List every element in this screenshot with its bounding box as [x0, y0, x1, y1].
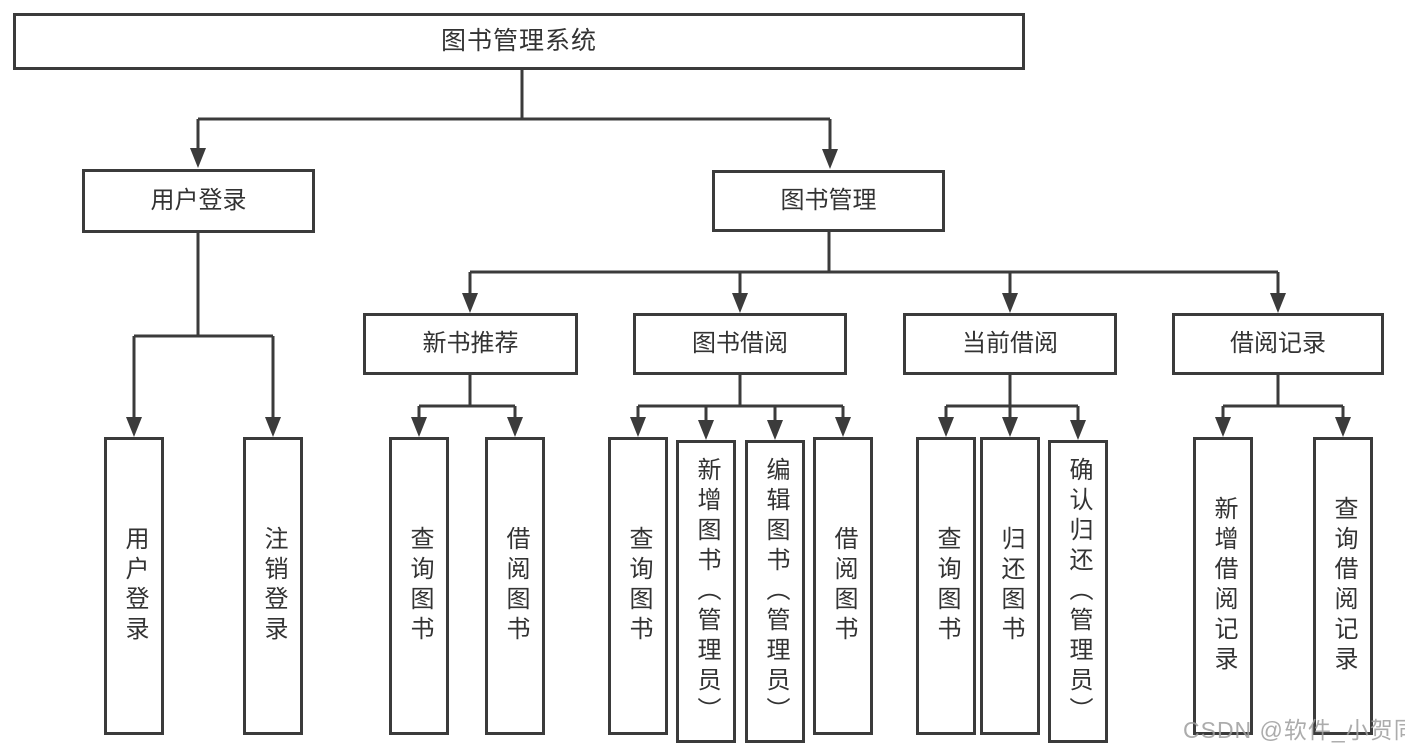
- connector-current-borrow-to-leaves: [944, 375, 1080, 420]
- connector-root-to-level2: [196, 70, 832, 150]
- node-current-borrow: 当前借阅: [903, 313, 1117, 375]
- csdn-watermark: CSDN @软件_小贺同学: [1183, 717, 1405, 743]
- leaf-user-login: 用户登录: [104, 437, 164, 735]
- node-root: 图书管理系统: [13, 13, 1025, 70]
- arrowhead: [1002, 293, 1018, 313]
- leaf-query-book-borrow: 查询图书: [608, 437, 668, 735]
- arrowhead: [507, 417, 523, 437]
- arrowhead: [190, 148, 206, 168]
- connector-new-book-to-leaves: [417, 375, 517, 417]
- node-user-login: 用户登录: [82, 169, 315, 233]
- node-borrow-record: 借阅记录: [1172, 313, 1384, 375]
- arrowhead: [767, 420, 783, 440]
- node-book-management: 图书管理: [712, 170, 945, 232]
- arrowhead: [732, 293, 748, 313]
- arrowhead: [411, 417, 427, 437]
- arrowhead: [126, 417, 142, 437]
- arrowhead: [462, 293, 478, 313]
- leaf-return-book: 归还图书: [980, 437, 1040, 735]
- arrowhead: [835, 417, 851, 437]
- leaf-confirm-return-admin: 确认归还（管理员）: [1048, 440, 1108, 743]
- arrowhead: [1215, 417, 1231, 437]
- connector-book-borrow-to-leaves: [636, 375, 845, 420]
- arrowhead: [265, 417, 281, 437]
- arrowhead: [1070, 420, 1086, 440]
- connector-user-login-to-leaves: [132, 233, 275, 417]
- leaf-borrow-book-recommend: 借阅图书: [485, 437, 545, 735]
- arrowhead: [1002, 417, 1018, 437]
- leaf-query-book-recommend: 查询图书: [389, 437, 449, 735]
- arrowhead: [1335, 417, 1351, 437]
- node-new-book-recommend: 新书推荐: [363, 313, 578, 375]
- leaf-query-borrow-record: 查询借阅记录: [1313, 437, 1373, 735]
- arrowhead: [1270, 293, 1286, 313]
- arrowhead: [938, 417, 954, 437]
- leaf-add-book-admin: 新增图书（管理员）: [676, 440, 736, 743]
- arrowhead: [698, 420, 714, 440]
- leaf-logout: 注销登录: [243, 437, 303, 735]
- connector-borrow-record-to-leaves: [1221, 375, 1345, 417]
- leaf-borrow-book: 借阅图书: [813, 437, 873, 735]
- node-book-borrow: 图书借阅: [633, 313, 847, 375]
- leaf-edit-book-admin: 编辑图书（管理员）: [745, 440, 805, 743]
- arrowhead: [630, 417, 646, 437]
- leaf-add-borrow-record: 新增借阅记录: [1193, 437, 1253, 735]
- connector-book-mgmt-to-level3: [468, 232, 1280, 293]
- leaf-query-book-current: 查询图书: [916, 437, 976, 735]
- arrowhead: [822, 149, 838, 169]
- arrowheads: [126, 148, 1351, 440]
